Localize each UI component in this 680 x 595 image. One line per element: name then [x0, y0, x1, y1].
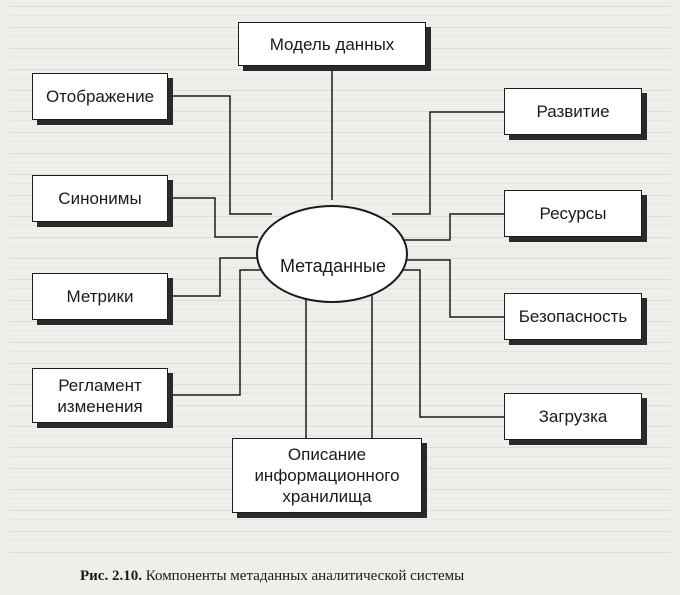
figure-number: Рис. 2.10. — [80, 568, 142, 584]
node-storage-description: Описание информационного хранилища — [232, 438, 422, 513]
figure-caption: Рис. 2.10. Компоненты метаданных аналити… — [80, 568, 620, 585]
background-text-line — [10, 426, 670, 436]
node-display-label: Отображение — [45, 87, 155, 106]
node-development-label: Развитие — [536, 102, 610, 121]
background-text-line — [10, 111, 670, 121]
node-storage-description-label: Описание информационного хранилища — [254, 445, 400, 506]
background-text-line — [10, 153, 670, 163]
node-synonyms: Синонимы — [32, 175, 168, 222]
background-text-line — [10, 552, 670, 560]
node-security-label: Безопасность — [518, 307, 628, 326]
node-display: Отображение — [32, 73, 168, 120]
node-data-model-label: Модель данных — [269, 34, 395, 54]
figure-caption-text: Компоненты метаданных аналитической сист… — [145, 568, 465, 584]
node-loading: Загрузка — [504, 393, 642, 440]
node-synonyms-label: Синонимы — [58, 189, 142, 208]
background-text-line — [10, 405, 670, 415]
background-text-line — [10, 363, 670, 373]
node-change-rules: Регламент изменения — [32, 368, 168, 423]
node-loading-label: Загрузка — [538, 407, 608, 426]
background-text-line — [10, 321, 670, 331]
background-text-line — [10, 384, 670, 394]
background-text-line — [10, 90, 670, 100]
metadata-ellipse — [256, 205, 408, 303]
connector-lines — [168, 66, 504, 438]
background-text-line — [10, 69, 670, 79]
metadata-center-label: Метаданные — [279, 256, 386, 276]
background-text-line — [10, 195, 670, 205]
node-security: Безопасность — [504, 293, 642, 340]
node-resources-label: Ресурсы — [539, 204, 607, 223]
node-development: Развитие — [504, 88, 642, 135]
node-data-model: Модель данных — [238, 22, 426, 66]
background-text-line — [10, 531, 670, 541]
background-text-line — [10, 174, 670, 184]
background-text-line — [10, 342, 670, 352]
node-resources: Ресурсы — [504, 190, 642, 237]
node-change-rules-label: Регламент изменения — [57, 375, 143, 416]
node-metrics-label: Метрики — [66, 287, 134, 306]
background-text-line — [10, 6, 670, 16]
background-page-text — [10, 6, 670, 560]
node-metrics: Метрики — [32, 273, 168, 320]
background-text-line — [10, 132, 670, 142]
